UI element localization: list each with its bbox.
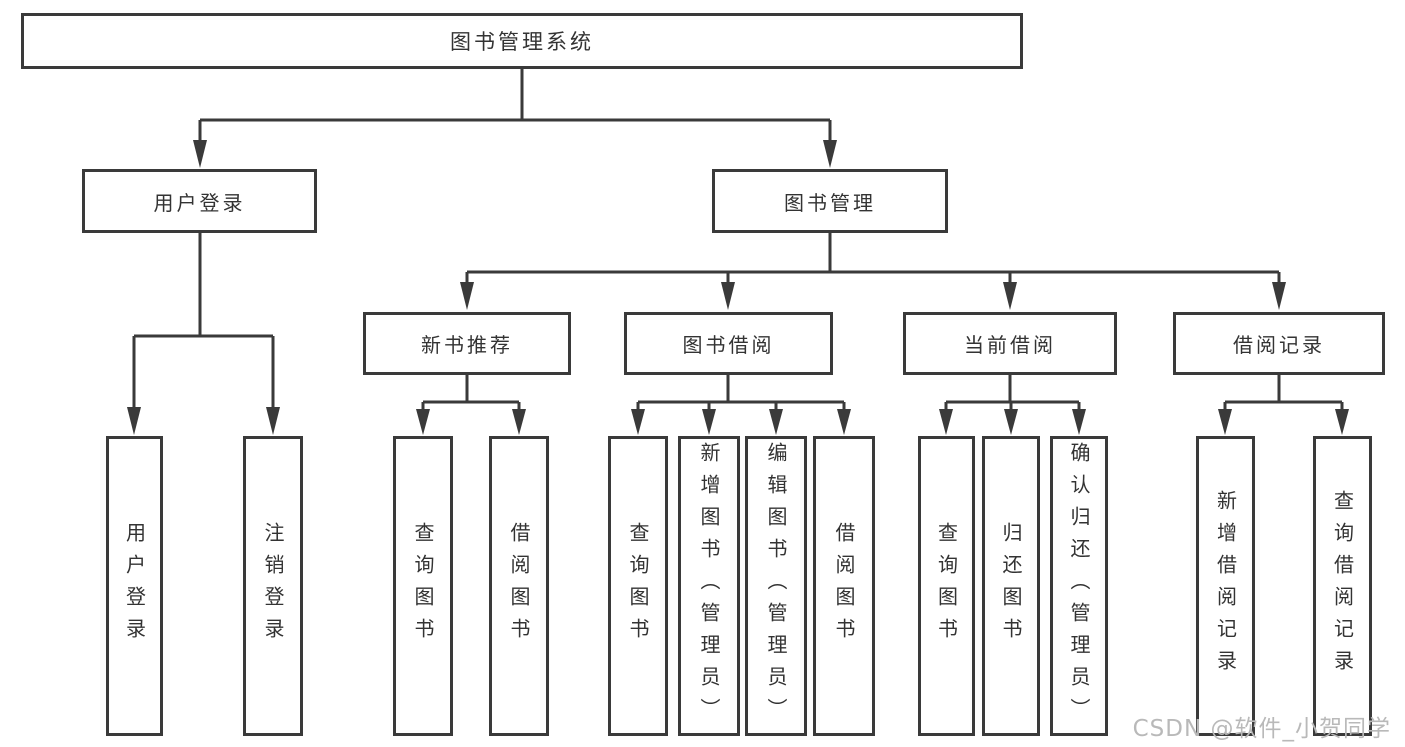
- node-current-borrow-label: 当前借阅: [964, 333, 1056, 357]
- node-user-login: 用户登录: [82, 169, 317, 233]
- leaf-logout-label: 注销登录: [261, 522, 285, 650]
- leaf-borrow-edit-books-admin: 编辑图书（管理员）: [745, 436, 807, 736]
- leaf-current-confirm-return-admin-label: 确认归还（管理员）: [1067, 442, 1091, 730]
- node-root: 图书管理系统: [21, 13, 1023, 69]
- node-book-borrow-label: 图书借阅: [682, 333, 775, 357]
- node-new-book-recommend-label: 新书推荐: [421, 333, 513, 357]
- leaf-recommend-borrow-books: 借阅图书: [489, 436, 549, 736]
- node-root-label: 图书管理系统: [450, 30, 594, 54]
- leaf-current-confirm-return-admin: 确认归还（管理员）: [1050, 436, 1108, 736]
- node-new-book-recommend: 新书推荐: [363, 312, 571, 375]
- leaf-recommend-query-books: 查询图书: [393, 436, 453, 736]
- leaf-borrow-borrow-books: 借阅图书: [813, 436, 875, 736]
- node-borrow-records: 借阅记录: [1173, 312, 1385, 375]
- leaf-user-login-label: 用户登录: [122, 522, 147, 650]
- leaf-recommend-query-books-label: 查询图书: [411, 522, 435, 650]
- leaf-user-login: 用户登录: [106, 436, 163, 736]
- node-book-management: 图书管理: [712, 169, 948, 233]
- leaf-current-query-books: 查询图书: [918, 436, 975, 736]
- leaf-borrow-query-books-label: 查询图书: [626, 522, 650, 650]
- leaf-current-return-books: 归还图书: [982, 436, 1040, 736]
- leaf-current-query-books-label: 查询图书: [934, 522, 959, 650]
- csdn-watermark: CSDN @软件_小贺同学: [1132, 716, 1391, 742]
- node-book-management-label: 图书管理: [784, 190, 876, 215]
- leaf-records-query-record-label: 查询借阅记录: [1330, 490, 1355, 682]
- leaf-borrow-query-books: 查询图书: [608, 436, 668, 736]
- leaf-records-add-record-label: 新增借阅记录: [1213, 490, 1238, 682]
- leaf-borrow-add-books-admin-label: 新增图书（管理员）: [697, 442, 721, 730]
- leaf-current-return-books-label: 归还图书: [999, 522, 1023, 650]
- node-current-borrow: 当前借阅: [903, 312, 1117, 375]
- leaf-records-query-record: 查询借阅记录: [1313, 436, 1372, 736]
- node-book-borrow: 图书借阅: [624, 312, 833, 375]
- leaf-logout: 注销登录: [243, 436, 303, 736]
- leaf-recommend-borrow-books-label: 借阅图书: [507, 522, 531, 650]
- leaf-borrow-borrow-books-label: 借阅图书: [832, 522, 856, 650]
- leaf-borrow-add-books-admin: 新增图书（管理员）: [678, 436, 740, 736]
- leaf-borrow-edit-books-admin-label: 编辑图书（管理员）: [764, 442, 788, 730]
- leaf-records-add-record: 新增借阅记录: [1196, 436, 1255, 736]
- node-user-login-label: 用户登录: [153, 190, 246, 215]
- node-borrow-records-label: 借阅记录: [1233, 333, 1325, 357]
